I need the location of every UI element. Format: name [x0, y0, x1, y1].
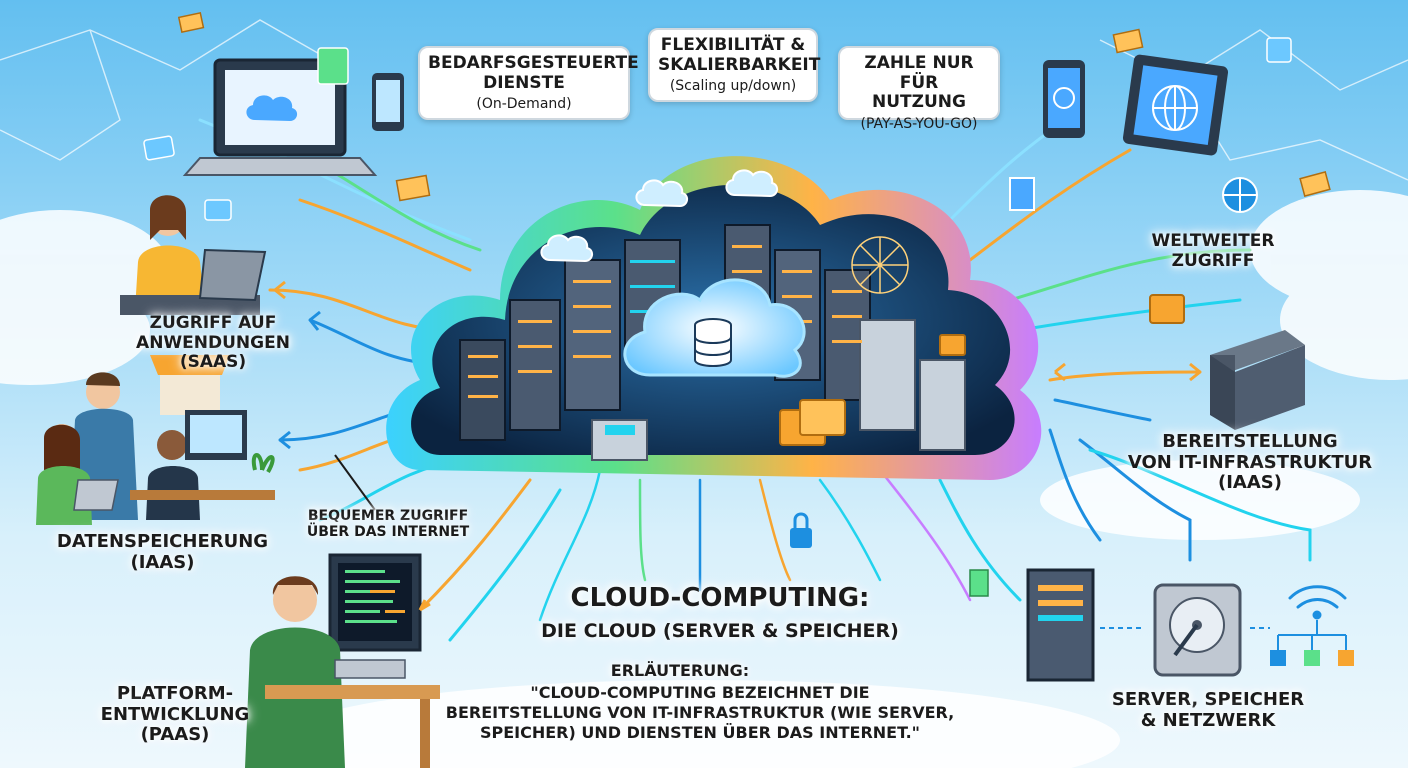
envelope-icon	[177, 11, 1331, 202]
paas-label-line-1: PLATFORM-	[116, 683, 234, 704]
internet-label-line-2: ÜBER DAS INTERNET	[306, 524, 470, 541]
on-demand-box: BEDARFSGESTEUERTE DIENSTE (On-Demand)	[418, 46, 639, 120]
team-datastorage	[36, 355, 275, 525]
on-demand-title-2: DIENSTE	[483, 72, 565, 93]
server-rack-icon	[1210, 330, 1305, 430]
saas-label-line-2: ANWENDUNGEN (SAAS)	[136, 332, 290, 373]
iaas-provision-label: BEREITSTELLUNG VON IT-INFRASTRUKTUR (IAA…	[1120, 431, 1380, 494]
explanation-line-1: "CLOUD-COMPUTING BEZEICHNET DIE	[530, 683, 870, 702]
explanation-text: "CLOUD-COMPUTING BEZEICHNET DIE BEREITST…	[440, 683, 960, 743]
saas-label: ZUGRIFF AUF ANWENDUNGEN (SAAS)	[108, 313, 318, 373]
global-label-line-1: WELTWEITER	[1151, 231, 1275, 251]
main-title: CLOUD-COMPUTING:	[570, 583, 870, 613]
globe-network-icon	[851, 236, 909, 294]
iaas-label-line-2: VON IT-INFRASTRUKTUR	[1127, 451, 1373, 473]
internet-access-label: BEQUEMER ZUGRIFF ÜBER DAS INTERNET	[298, 508, 478, 540]
explanation-heading: ERLÄUTERUNG:	[610, 661, 750, 680]
network-icon	[1270, 620, 1354, 666]
network-label-line-1: SERVER, SPEICHER	[1111, 689, 1305, 710]
connection-lines-bottom	[538, 468, 972, 622]
data-storage-label: DATENSPEICHERUNG (IAAS)	[50, 531, 275, 573]
global-label-line-2: ZUGRIFF	[1171, 250, 1255, 271]
scalability-title-2: SKALIERBARKEIT	[658, 54, 821, 75]
payg-title-2: NUTZUNG	[872, 92, 966, 113]
server-tower-icon	[1026, 568, 1095, 682]
folder-icon	[779, 294, 1185, 446]
saas-label-line-1: ZUGRIFF AUF	[149, 313, 277, 333]
on-demand-title-1: BEDARFSGESTEUERTE	[428, 53, 639, 73]
network-label-line-2: & NETZWERK	[1140, 709, 1276, 731]
paas-label-line-2: ENTWICKLUNG	[100, 703, 250, 725]
main-subtitle: DIE CLOUD (SERVER & SPEICHER)	[541, 620, 899, 642]
cloud-upload-icon	[540, 169, 778, 263]
explanation-line-2: BEREITSTELLUNG VON IT-INFRASTRUKTUR (WIE…	[445, 703, 955, 722]
document-icon	[969, 177, 1035, 597]
storage-box	[591, 419, 648, 461]
scalability-box: FLEXIBILITÄT & SKALIERBARKEIT (Scaling u…	[648, 28, 821, 102]
person-icon-saas	[120, 195, 267, 315]
iaas-label-line-3: (IAAS)	[1218, 472, 1282, 494]
server-storage-network-label: SERVER, SPEICHER & NETZWERK	[1098, 689, 1318, 731]
explanation-line-3: SPEICHER) UND DIENSTEN ÜBER DAS INTERNET…	[479, 723, 920, 742]
globe-icon-small	[1222, 177, 1258, 213]
storage-label-line-2: (IAAS)	[130, 551, 195, 573]
scalability-subtitle: (Scaling up/down)	[669, 78, 797, 95]
wifi-icon	[1288, 585, 1347, 620]
background-clouds	[0, 190, 1408, 768]
developer-paas	[245, 553, 440, 768]
on-demand-subtitle: (On-Demand)	[476, 96, 572, 113]
global-access-label: WELTWEITER ZUGRIFF	[1138, 231, 1288, 271]
laptop-icon	[182, 58, 378, 176]
globe-icon	[1152, 85, 1198, 131]
message-icon	[143, 37, 1292, 221]
paas-label-line-3: (PAAS)	[140, 724, 210, 746]
smartphone-icon	[372, 73, 404, 131]
lock-icon	[790, 512, 812, 548]
hard-drive-icon	[1153, 583, 1242, 677]
storage-label-line-1: DATENSPEICHERUNG	[56, 531, 269, 552]
smartphone-icon-right	[1043, 60, 1085, 138]
payg-title-1: ZAHLE NUR FÜR	[864, 53, 974, 93]
payg-subtitle: (PAY-AS-YOU-GO)	[860, 115, 978, 132]
internet-label-line-1: BEQUEMER ZUGRIFF	[307, 508, 469, 524]
connection-lines-right	[938, 108, 1312, 602]
arrows	[274, 280, 1201, 612]
pay-as-you-go-box: ZAHLE NUR FÜR NUTZUNG (PAY-AS-YOU-GO)	[838, 46, 1000, 132]
database-icon	[694, 318, 732, 367]
scalability-title-1: FLEXIBILITÄT &	[660, 35, 806, 55]
paas-label: PLATFORM- ENTWICKLUNG (PAAS)	[100, 683, 250, 746]
iaas-label-line-1: BEREITSTELLUNG	[1162, 431, 1338, 452]
